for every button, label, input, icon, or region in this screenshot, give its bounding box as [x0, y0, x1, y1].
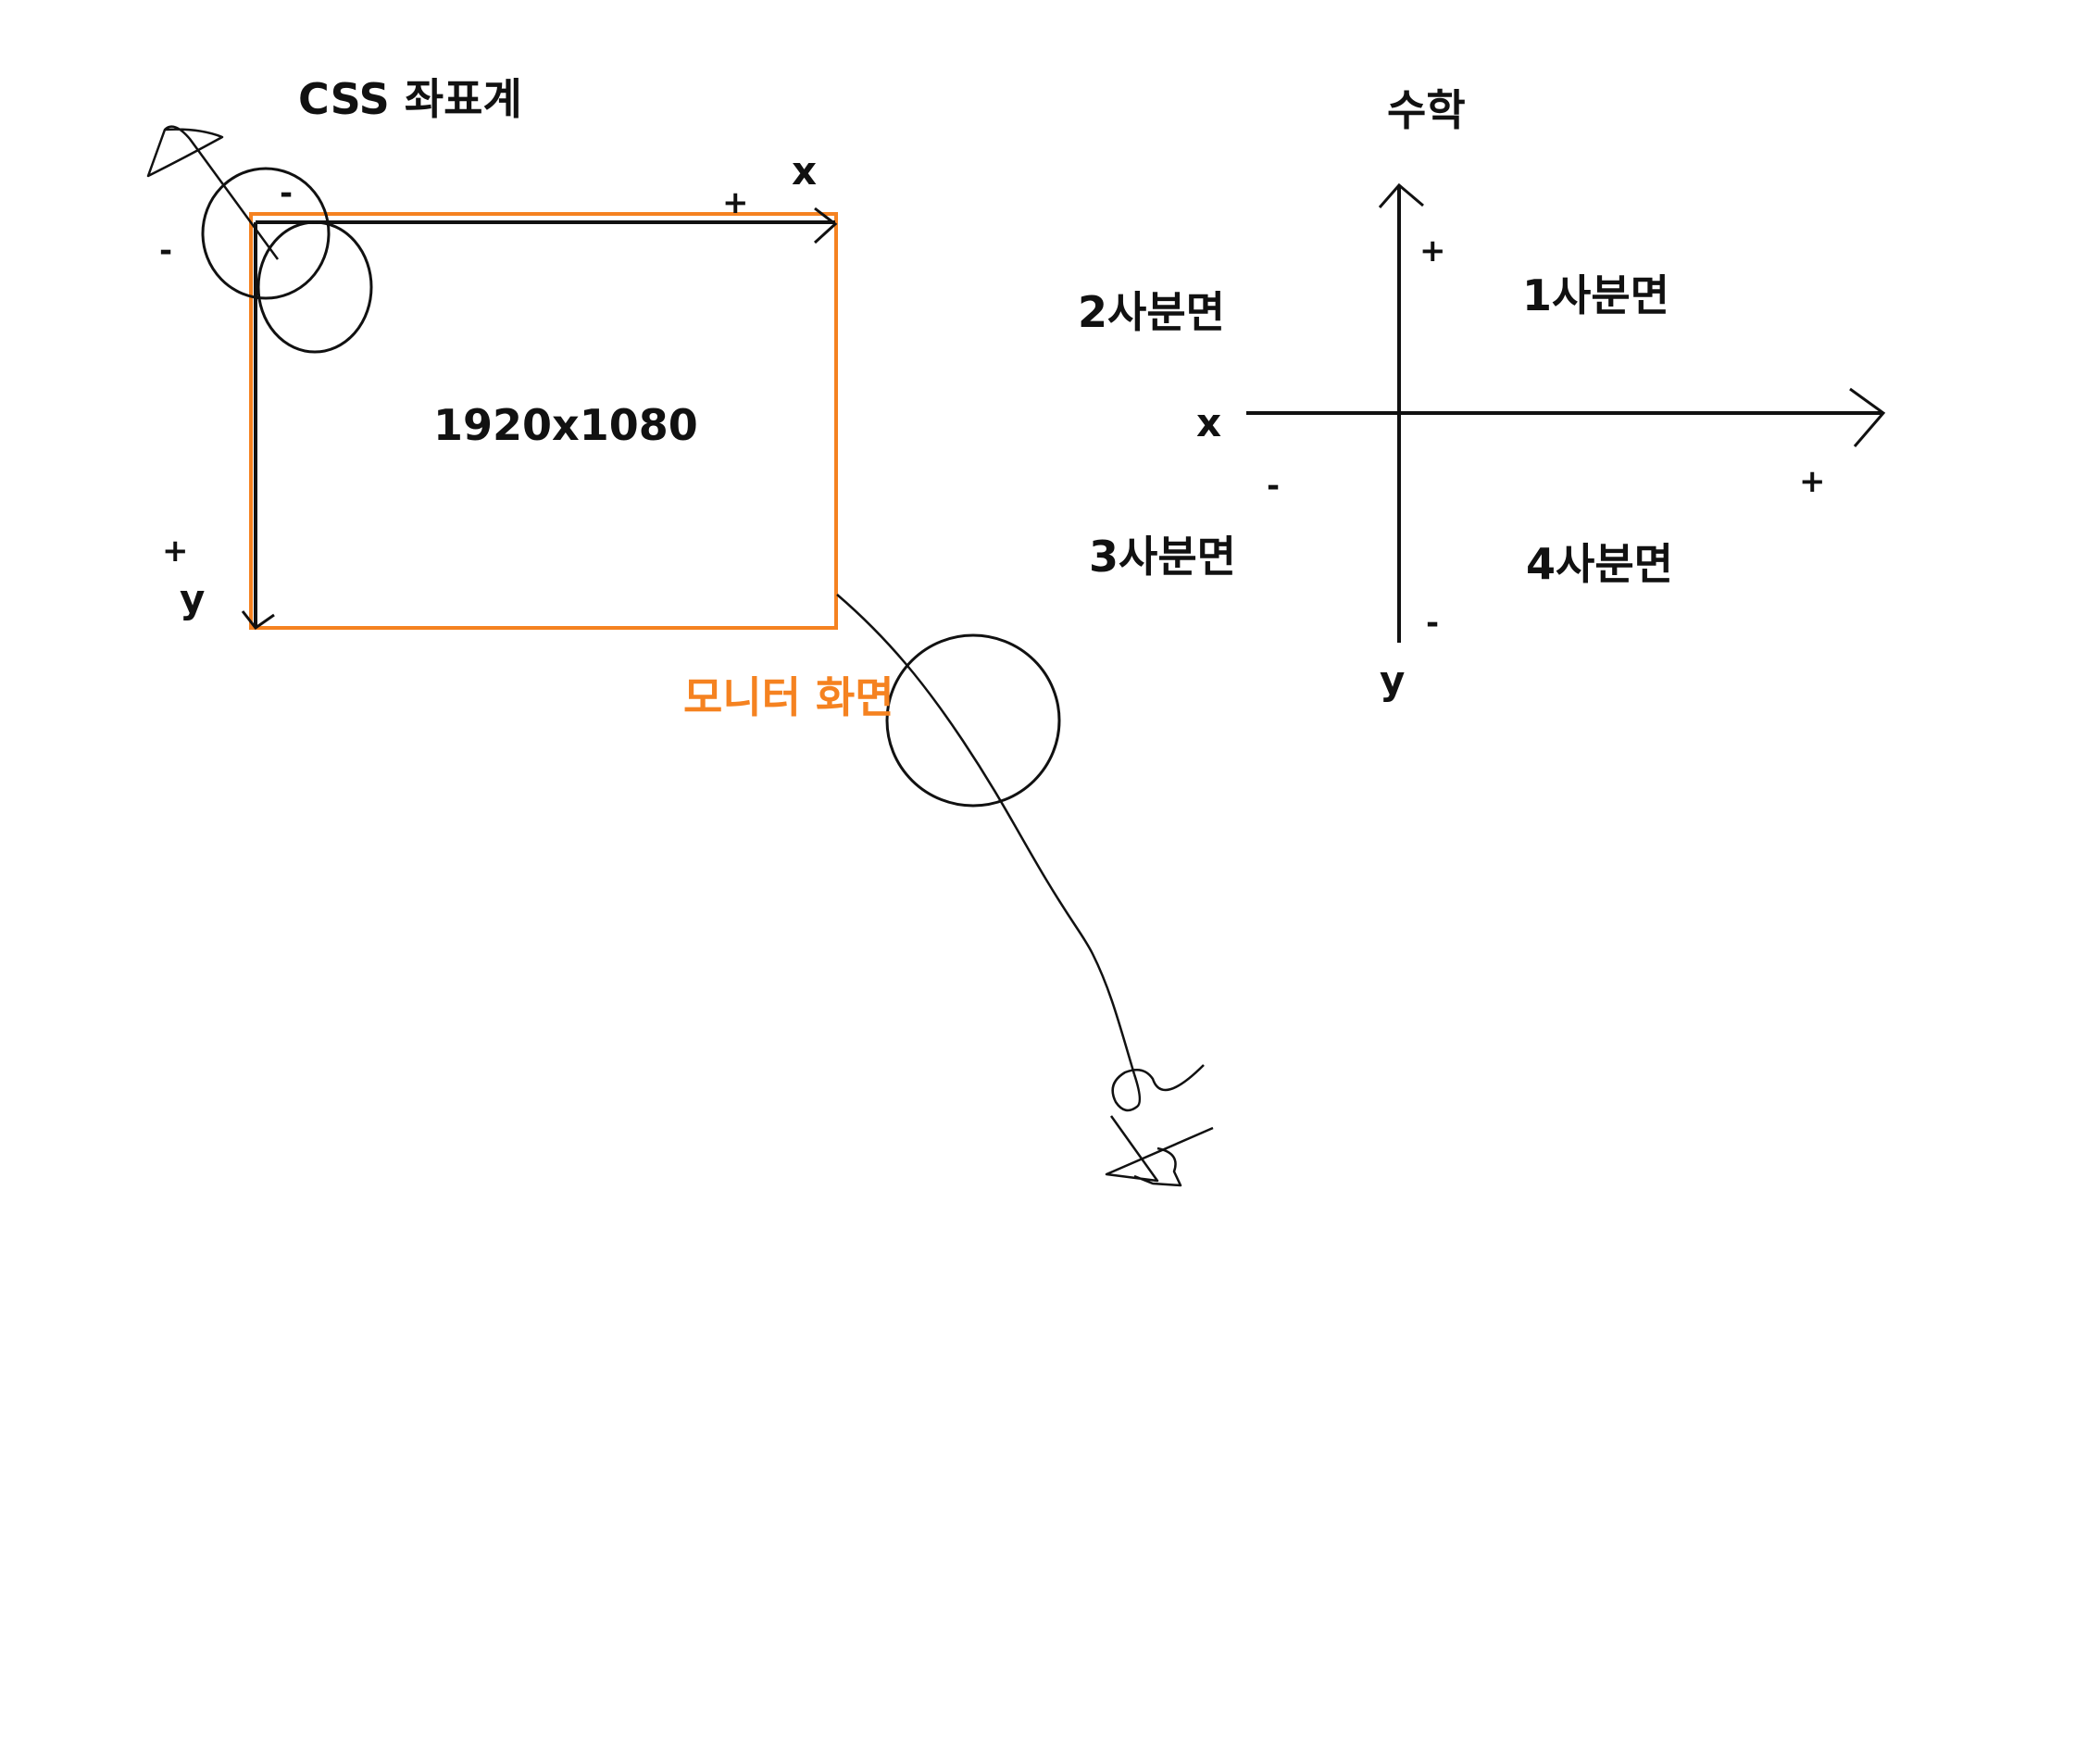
css-y-plus-sign: + [162, 532, 189, 570]
connector-circle [885, 633, 1061, 808]
math-x-plus-sign: + [1799, 463, 1826, 500]
monitor-screen-rect [249, 212, 838, 630]
monitor-screen-label: 모니터 화면 [683, 672, 894, 722]
math-x-axis-label: x [1196, 400, 1222, 445]
scribble-bottom [1105, 1064, 1214, 1187]
math-x-minus-sign: - [1267, 468, 1281, 505]
quadrant-2-label: 2사분면 [1078, 287, 1225, 337]
origin-circle-2 [256, 220, 373, 354]
css-x-axis-label: x [792, 148, 818, 194]
css-x-arrowhead [813, 207, 838, 244]
css-x-plus-sign: + [722, 184, 749, 221]
quadrant-1-label: 1사분면 [1522, 270, 1669, 320]
css-y-minus-sign: - [280, 175, 294, 212]
css-title: CSS 좌표계 [298, 74, 522, 124]
css-x-minus-sign: - [159, 232, 173, 269]
math-y-arrowhead [1378, 182, 1424, 208]
resolution-label: 1920x1080 [433, 400, 698, 450]
math-y-minus-sign: - [1426, 605, 1440, 642]
math-y-axis-label: y [1380, 658, 1406, 703]
quadrant-3-label: 3사분면 [1089, 532, 1236, 582]
connector-line [836, 594, 1136, 1075]
math-title: 수학 [1387, 85, 1466, 135]
css-y-axis-label: y [180, 576, 206, 621]
quadrant-4-label: 4사분면 [1526, 539, 1673, 589]
math-x-arrowhead [1849, 387, 1886, 447]
pointer-scribble-top [146, 125, 280, 260]
origin-circle-1 [201, 167, 331, 300]
css-y-arrowhead [241, 610, 275, 631]
math-y-plus-sign: + [1419, 232, 1446, 269]
